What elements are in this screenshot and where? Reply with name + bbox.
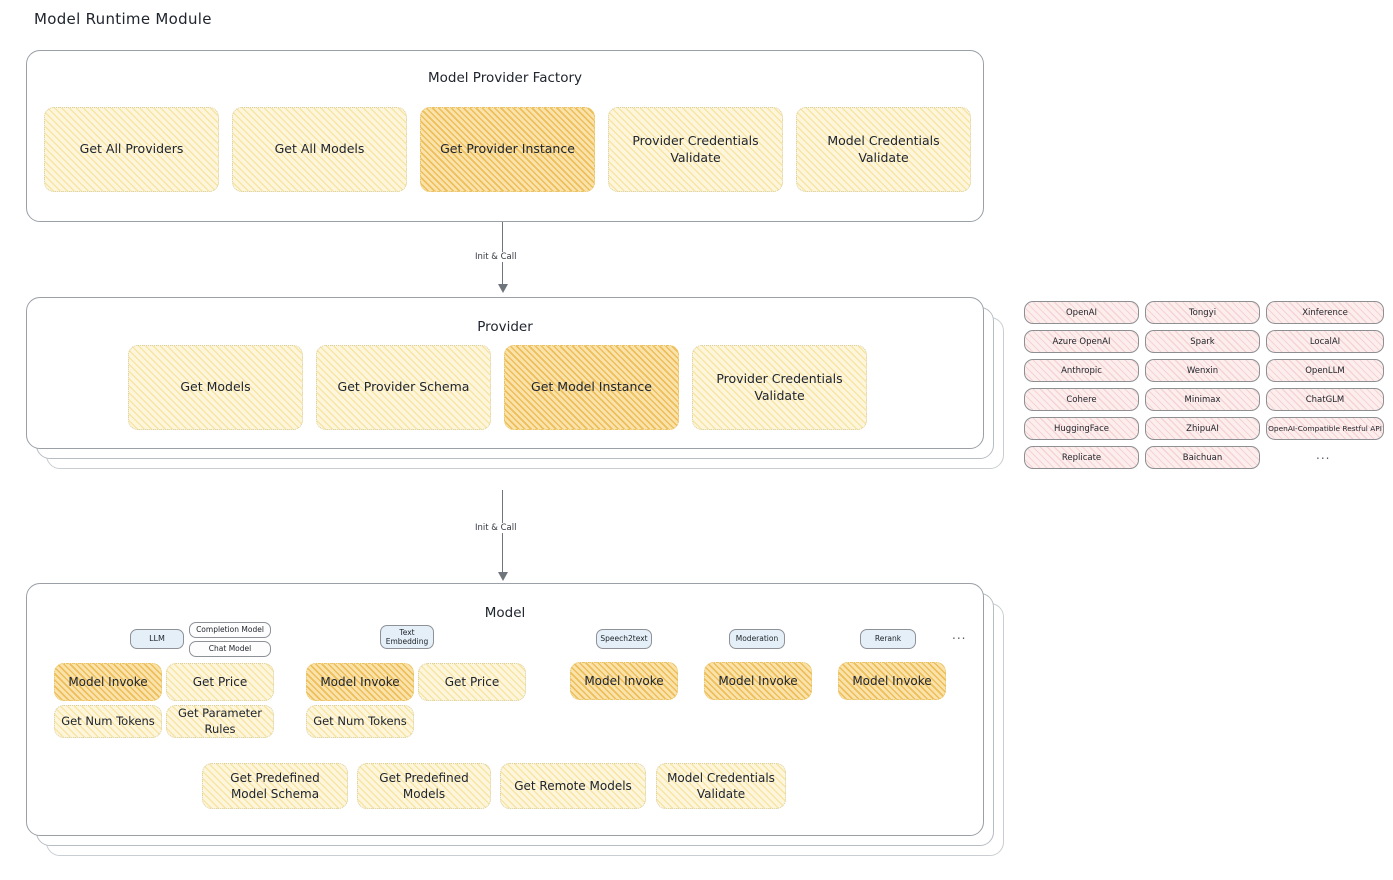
- provider-pill-openai[interactable]: OpenAI: [1024, 301, 1139, 324]
- model-node-llm-get-price[interactable]: Get Price: [166, 663, 274, 701]
- model-node-get-predefined-models[interactable]: Get Predefined Models: [357, 763, 491, 809]
- model-type-chip-speech2text[interactable]: Speech2text: [596, 629, 652, 649]
- provider-pill-openai-compatible-restful-api[interactable]: OpenAI-Compatible Restful API: [1266, 417, 1384, 440]
- provider-pill-minimax[interactable]: Minimax: [1145, 388, 1260, 411]
- provider-pill-baichuan[interactable]: Baichuan: [1145, 446, 1260, 469]
- model-types-more: ...: [952, 628, 967, 642]
- model-type-chip-llm[interactable]: LLM: [130, 629, 184, 649]
- provider-list-more: ...: [1316, 448, 1331, 462]
- model-node-llm-model-invoke[interactable]: Model Invoke: [54, 663, 162, 701]
- model-node-rerank-model-invoke[interactable]: Model Invoke: [838, 662, 946, 700]
- provider-pill-chatglm[interactable]: ChatGLM: [1266, 388, 1384, 411]
- provider-list: OpenAI Azure OpenAI Anthropic Cohere Hug…: [1024, 298, 1384, 478]
- model-node-text-embedding-model-invoke[interactable]: Model Invoke: [306, 663, 414, 701]
- provider-pill-huggingface[interactable]: HuggingFace: [1024, 417, 1139, 440]
- provider-pill-anthropic[interactable]: Anthropic: [1024, 359, 1139, 382]
- model-node-speech2text-model-invoke[interactable]: Model Invoke: [570, 662, 678, 700]
- model-node-get-predefined-model-schema[interactable]: Get Predefined Model Schema: [202, 763, 348, 809]
- model-node-text-embedding-get-price[interactable]: Get Price: [418, 663, 526, 701]
- model-node-get-remote-models[interactable]: Get Remote Models: [500, 763, 646, 809]
- arrow-label-1: Init & Call: [472, 252, 520, 262]
- model-subchip-chat-model[interactable]: Chat Model: [189, 641, 271, 657]
- model-node-model-credentials-validate[interactable]: Model Credentials Validate: [656, 763, 786, 809]
- provider-pill-localai[interactable]: LocalAI: [1266, 330, 1384, 353]
- provider-card: Provider Get Models Get Provider Schema …: [26, 297, 1004, 469]
- arrow-line-2: [502, 490, 504, 578]
- provider-pill-spark[interactable]: Spark: [1145, 330, 1260, 353]
- model-node-text-embedding-get-num-tokens[interactable]: Get Num Tokens: [306, 705, 414, 738]
- provider-pill-azure-openai[interactable]: Azure OpenAI: [1024, 330, 1139, 353]
- model-provider-factory-card: Model Provider Factory Get All Providers…: [26, 50, 984, 222]
- model-card: Model LLM Completion Model Chat Model Mo…: [26, 583, 1004, 856]
- provider-node-get-provider-schema[interactable]: Get Provider Schema: [316, 345, 491, 430]
- factory-node-provider-credentials-validate[interactable]: Provider Credentials Validate: [608, 107, 783, 192]
- model-title: Model: [484, 605, 526, 621]
- model-node-moderation-model-invoke[interactable]: Model Invoke: [704, 662, 812, 700]
- page-title: Model Runtime Module: [34, 10, 212, 28]
- provider-title: Provider: [477, 319, 533, 335]
- factory-node-get-all-models[interactable]: Get All Models: [232, 107, 407, 192]
- provider-pill-replicate[interactable]: Replicate: [1024, 446, 1139, 469]
- factory-node-get-all-providers[interactable]: Get All Providers: [44, 107, 219, 192]
- model-type-chip-moderation[interactable]: Moderation: [729, 629, 785, 649]
- factory-node-get-provider-instance[interactable]: Get Provider Instance: [420, 107, 595, 192]
- provider-pill-zhipuai[interactable]: ZhipuAI: [1145, 417, 1260, 440]
- provider-pill-openllm[interactable]: OpenLLM: [1266, 359, 1384, 382]
- factory-title: Model Provider Factory: [427, 70, 582, 86]
- provider-node-get-model-instance[interactable]: Get Model Instance: [504, 345, 679, 430]
- provider-pill-cohere[interactable]: Cohere: [1024, 388, 1139, 411]
- arrow-head-1: [498, 284, 508, 293]
- model-node-llm-get-num-tokens[interactable]: Get Num Tokens: [54, 705, 162, 738]
- arrow-head-2: [498, 572, 508, 581]
- model-subchip-completion-model[interactable]: Completion Model: [189, 622, 271, 638]
- model-node-llm-get-parameter-rules[interactable]: Get Parameter Rules: [166, 705, 274, 738]
- factory-node-model-credentials-validate[interactable]: Model Credentials Validate: [796, 107, 971, 192]
- provider-pill-tongyi[interactable]: Tongyi: [1145, 301, 1260, 324]
- model-type-chip-text-embedding[interactable]: Text Embedding: [380, 625, 434, 649]
- model-type-chip-rerank[interactable]: Rerank: [860, 629, 916, 649]
- provider-node-provider-credentials-validate[interactable]: Provider Credentials Validate: [692, 345, 867, 430]
- arrow-label-2: Init & Call: [472, 523, 520, 533]
- provider-pill-xinference[interactable]: Xinference: [1266, 301, 1384, 324]
- provider-pill-wenxin[interactable]: Wenxin: [1145, 359, 1260, 382]
- provider-node-get-models[interactable]: Get Models: [128, 345, 303, 430]
